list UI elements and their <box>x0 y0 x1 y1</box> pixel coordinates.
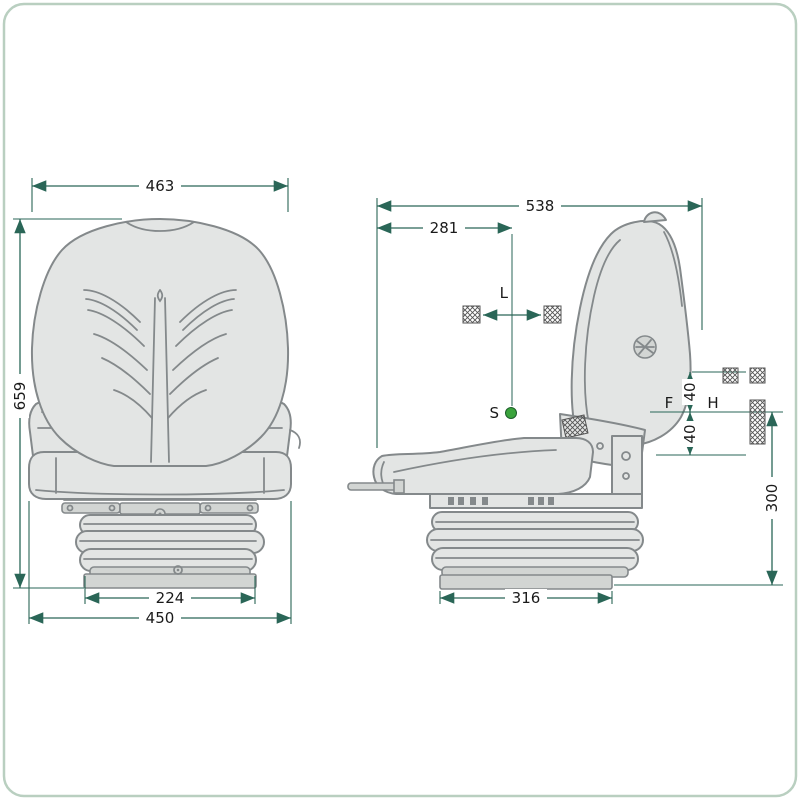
dim-label-224: 224 <box>156 589 185 607</box>
label-s: S <box>489 404 499 422</box>
dim-total-depth: 538 <box>376 197 703 448</box>
dim-label-40-upper: 40 <box>681 382 699 401</box>
front-view: 463 659 224 450 <box>11 177 301 627</box>
dim-suspension-height: 300 <box>614 412 783 586</box>
dim-backrest-width: 463 <box>31 177 289 212</box>
dim-f-offset: 40 F <box>665 372 699 412</box>
front-suspension-bellows <box>75 514 265 589</box>
sip-point-icon <box>505 407 517 419</box>
front-cushion-seams <box>35 457 285 496</box>
label-f: F <box>665 394 674 412</box>
side-backrest-top-tab <box>643 211 667 223</box>
dim-front-to-center: 281 <box>377 219 513 406</box>
side-under-pan <box>429 435 643 509</box>
adjustment-hatch-icon <box>749 399 766 445</box>
front-backrest-pattern <box>83 289 237 463</box>
front-backrest <box>30 218 290 467</box>
dim-label-40-lower: 40 <box>681 424 699 443</box>
front-base-plate <box>83 573 257 589</box>
dim-label-538: 538 <box>526 197 555 215</box>
dim-label-659: 659 <box>11 382 29 411</box>
lever-bracket <box>393 479 405 494</box>
side-base-plate <box>439 574 613 590</box>
adjustment-hatch-icon <box>543 305 562 324</box>
dim-label-300: 300 <box>763 484 781 513</box>
side-view: 538 281 L S 40 <box>347 197 783 607</box>
adjustment-hatch-icon <box>749 367 766 384</box>
dim-bellows-width: 224 <box>84 576 256 607</box>
dim-label-316: 316 <box>512 589 541 607</box>
front-backrest-top-seam <box>125 221 195 232</box>
lumbar-knob <box>633 335 657 359</box>
dim-base-depth: 316 <box>439 589 613 607</box>
l-adjustment: L <box>462 284 562 324</box>
dim-label-463: 463 <box>146 177 175 195</box>
dim-total-height: 659 <box>11 218 122 589</box>
dim-label-281: 281 <box>430 219 459 237</box>
label-h: H <box>707 394 718 412</box>
side-seat-cushion <box>372 437 594 495</box>
switch-row <box>448 497 554 505</box>
height-lever <box>347 482 399 491</box>
dim-cushion-width: 450 <box>28 501 292 627</box>
front-seat-cushion <box>28 451 292 500</box>
side-backrest-seam <box>583 231 683 425</box>
side-suspension-bellows <box>426 511 644 590</box>
adjustment-hatch-icon <box>462 305 481 324</box>
dim-h-offset: 40 H <box>681 394 719 455</box>
label-l: L <box>500 284 509 302</box>
adjustment-hatch-icon <box>722 367 739 384</box>
backrest-adjust-hatch-icon <box>561 414 589 439</box>
side-backrest <box>570 220 692 447</box>
seat-index-point: S <box>489 404 517 422</box>
dim-label-450: 450 <box>146 609 175 627</box>
